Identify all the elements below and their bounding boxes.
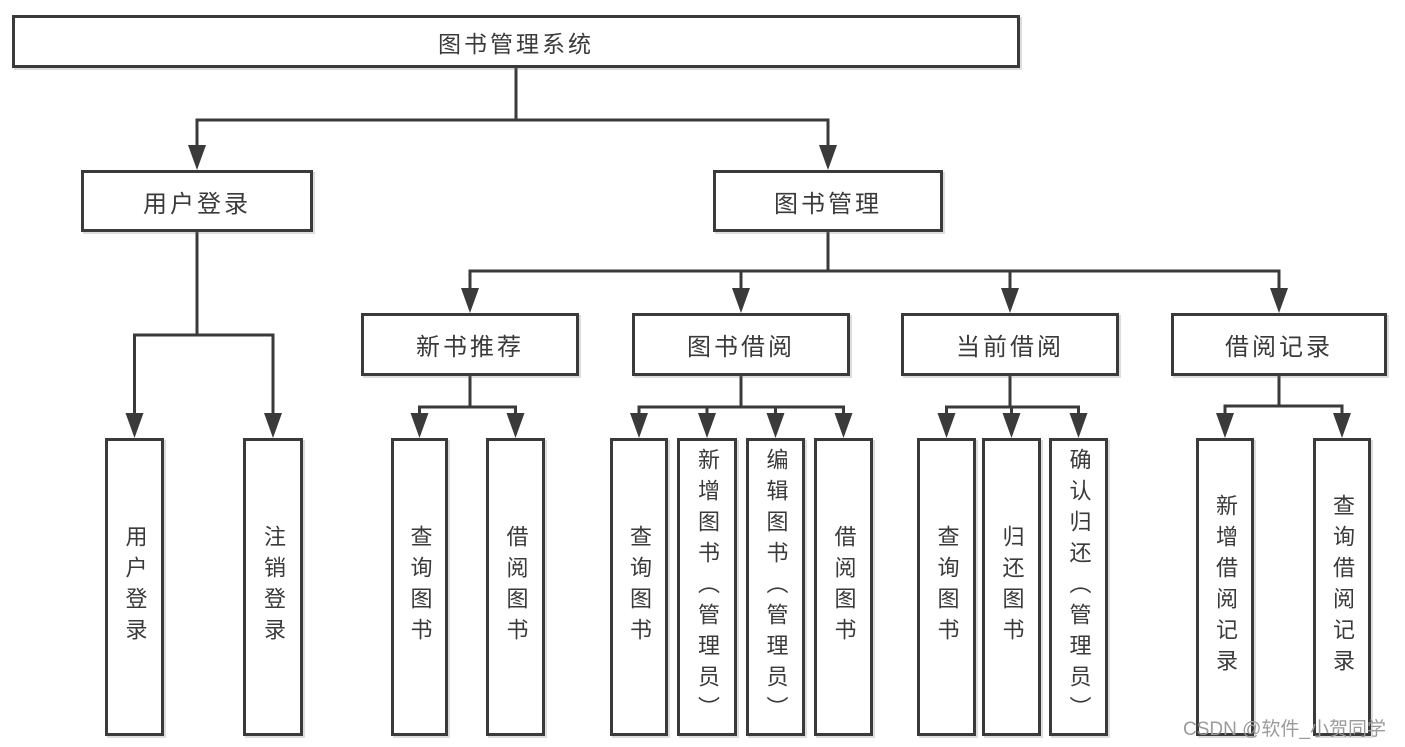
arrowhead-leaf-edit-books-admin bbox=[766, 413, 785, 438]
node-root: 图书管理系统 bbox=[12, 15, 1020, 68]
node-label: 图书借阅 bbox=[687, 334, 795, 361]
node-leaf-edit-books-admin: 编辑图书（管理员） bbox=[746, 438, 805, 736]
node-borrowing-records: 借阅记录 bbox=[1171, 313, 1387, 376]
arrowhead-new-book-recommendation bbox=[461, 288, 479, 313]
node-leaf-query-books-new: 查询图书 bbox=[391, 438, 448, 736]
node-leaf-query-books-current: 查询图书 bbox=[917, 438, 976, 736]
arrowhead-leaf-query-borrow-record bbox=[1333, 413, 1351, 438]
node-leaf-query-borrow-record: 查询借阅记录 bbox=[1313, 438, 1371, 736]
node-label: 用户登录 bbox=[143, 190, 251, 218]
arrowhead-leaf-borrow-books-borrow bbox=[834, 413, 853, 438]
node-leaf-query-books-borrow: 查询图书 bbox=[610, 438, 668, 736]
node-label: 新书推荐 bbox=[416, 334, 524, 361]
watermark: CSDN @软件_小贺同学 bbox=[1183, 719, 1386, 740]
node-label: 图书管理系统 bbox=[438, 30, 594, 57]
node-label: 注销登录 bbox=[261, 525, 286, 649]
node-leaf-confirm-return-admin: 确认归还（管理员） bbox=[1049, 438, 1108, 736]
arrowhead-book-management bbox=[819, 145, 837, 170]
node-user-login: 用户登录 bbox=[81, 170, 313, 232]
arrowhead-leaf-confirm-return-admin bbox=[1069, 413, 1088, 438]
node-label: 编辑图书（管理员） bbox=[763, 447, 789, 727]
node-label: 借阅图书 bbox=[831, 525, 857, 649]
node-leaf-borrow-books-new: 借阅图书 bbox=[486, 438, 545, 736]
node-new-book-recommendation: 新书推荐 bbox=[361, 313, 579, 376]
node-current-borrowing: 当前借阅 bbox=[901, 313, 1119, 376]
arrowhead-borrowing-records bbox=[1270, 288, 1288, 313]
node-label: 用户登录 bbox=[122, 525, 148, 649]
node-label: 当前借阅 bbox=[956, 334, 1064, 361]
arrowhead-book-borrowing bbox=[732, 288, 750, 313]
node-leaf-logout: 注销登录 bbox=[243, 438, 303, 736]
node-leaf-user-login: 用户登录 bbox=[105, 438, 164, 736]
arrowhead-leaf-query-books-current bbox=[937, 413, 956, 438]
node-label: 新增图书（管理员） bbox=[695, 447, 720, 727]
arrowhead-user-login bbox=[188, 145, 206, 170]
arrowhead-leaf-borrow-books-new bbox=[506, 413, 525, 438]
node-label: 借阅记录 bbox=[1225, 334, 1333, 361]
node-label: 确认归还（管理员） bbox=[1066, 447, 1092, 727]
node-label: 查询图书 bbox=[627, 525, 652, 649]
node-label: 图书管理 bbox=[774, 190, 882, 218]
arrowhead-leaf-add-borrow-record bbox=[1216, 413, 1234, 438]
arrowhead-leaf-user-login bbox=[125, 413, 144, 438]
node-label: 查询图书 bbox=[407, 525, 433, 649]
node-label: 新增借阅记录 bbox=[1213, 494, 1238, 680]
node-leaf-return-books: 归还图书 bbox=[982, 438, 1041, 736]
node-label: 归还图书 bbox=[999, 525, 1025, 649]
arrowhead-leaf-add-books-admin bbox=[698, 413, 716, 438]
node-label: 查询图书 bbox=[934, 525, 960, 649]
arrowhead-leaf-query-books-borrow bbox=[630, 413, 648, 438]
node-label: 查询借阅记录 bbox=[1330, 494, 1355, 680]
node-leaf-add-books-admin: 新增图书（管理员） bbox=[677, 438, 737, 736]
arrowhead-leaf-logout bbox=[264, 413, 282, 438]
node-book-management: 图书管理 bbox=[713, 170, 943, 232]
node-leaf-add-borrow-record: 新增借阅记录 bbox=[1196, 438, 1254, 736]
arrowhead-current-borrowing bbox=[1001, 288, 1019, 313]
node-leaf-borrow-books-borrow: 借阅图书 bbox=[814, 438, 873, 736]
node-book-borrowing: 图书借阅 bbox=[632, 313, 850, 376]
node-label: 借阅图书 bbox=[503, 525, 529, 649]
arrowhead-leaf-return-books bbox=[1002, 413, 1021, 438]
arrowhead-leaf-query-books-new bbox=[410, 413, 429, 438]
